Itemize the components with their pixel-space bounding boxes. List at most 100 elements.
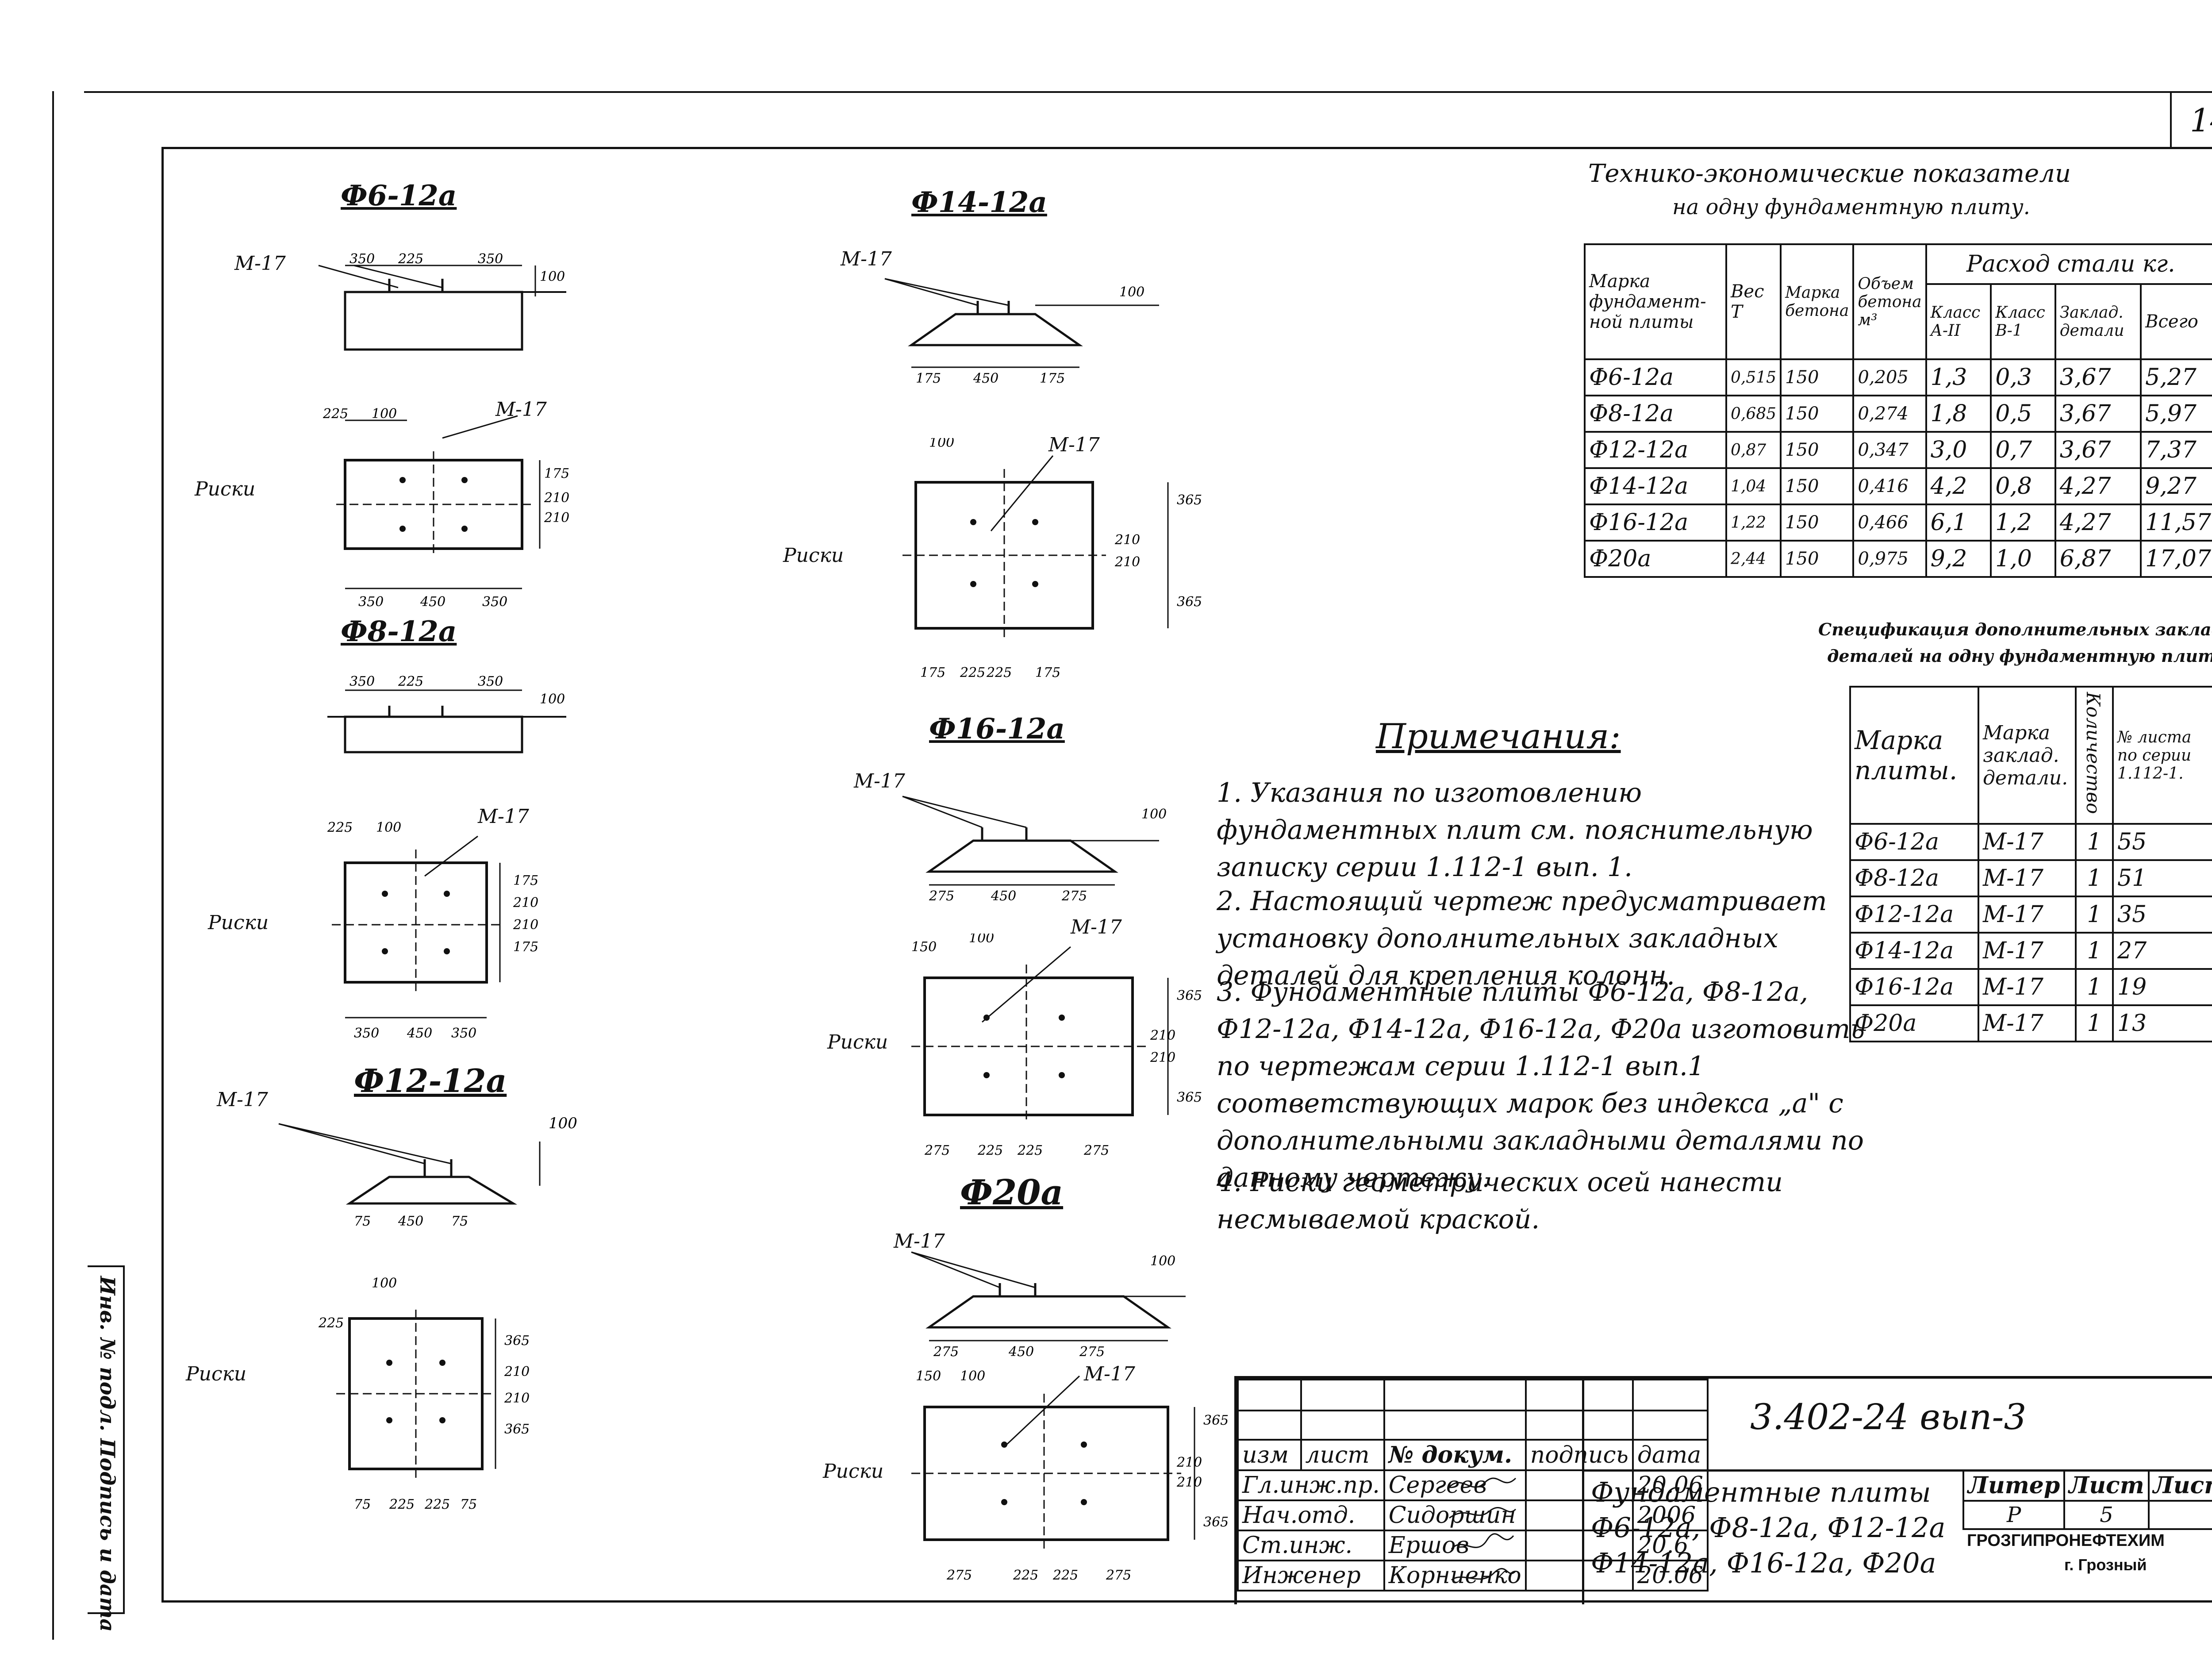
cell: 27 (2112, 932, 2212, 970)
th-class-b1: Класс В-1 (1990, 283, 2056, 360)
svg-text:350: 350 (478, 251, 503, 267)
cell: 0,7 (1990, 431, 2056, 469)
th-class-a2: Класс А-II (1925, 283, 1992, 360)
drawing-name-3: Ф14-12а, Ф16-12а, Ф20а (1591, 1547, 1936, 1579)
svg-text:100: 100 (969, 934, 994, 946)
spec-table: Марка плиты. Марка заклад. детали. Колич… (1849, 686, 2212, 1042)
cell: 0,975 (1852, 540, 1927, 578)
cell: 13 (2112, 1004, 2212, 1042)
col-header: № докум. (1383, 1439, 1527, 1471)
cell: М-17 (1978, 896, 2077, 934)
embedded-label: М-17 (234, 252, 286, 275)
person: Корниенко (1383, 1560, 1527, 1591)
cell: 1 (2075, 859, 2114, 897)
svg-text:275: 275 (1061, 888, 1087, 904)
svg-text:225: 225 (960, 665, 985, 680)
cell: 11,57 (2140, 504, 2212, 542)
svg-text:225: 225 (1013, 1568, 1038, 1583)
cell: 150 (1780, 395, 1855, 433)
date: 20.6 (1632, 1530, 1709, 1561)
cell: 1 (2075, 823, 2114, 861)
risks-label: Риски (186, 1363, 247, 1385)
frame-left-outer (52, 91, 54, 1640)
svg-text:350: 350 (451, 1026, 476, 1041)
cell: 7,37 (2140, 431, 2212, 469)
signature (1525, 1530, 1634, 1561)
risks-label: Риски (827, 1031, 888, 1053)
svg-text:150: 150 (916, 1368, 941, 1384)
embedded-label: М-17 (841, 248, 892, 270)
signature (1525, 1469, 1634, 1501)
svg-text:100: 100 (540, 269, 565, 284)
cell: 150 (1780, 358, 1855, 396)
cell: 3,0 (1925, 431, 1992, 469)
risks-label: Риски (208, 911, 269, 934)
cell: 1,2 (1990, 504, 2056, 542)
th-concrete-grade: Марка бетона (1780, 243, 1855, 360)
note-item: 3. Фундаментные плиты Ф6-12а, Ф8-12а, Ф1… (1217, 976, 1865, 1193)
svg-text:175: 175 (513, 939, 538, 955)
cell: 0,416 (1852, 467, 1927, 505)
name-divider (1582, 1379, 1584, 1604)
sheet-number-box-left (2170, 91, 2172, 148)
svg-text:350: 350 (354, 1026, 379, 1041)
svg-text:450: 450 (991, 888, 1016, 904)
signature (1525, 1560, 1634, 1591)
embedded-label: М-17 (478, 805, 529, 828)
svg-text:100: 100 (372, 1276, 397, 1291)
svg-text:210: 210 (1150, 1050, 1175, 1065)
th-plate-mark: Марка плиты. (1849, 686, 1979, 825)
svg-text:100: 100 (960, 1368, 985, 1384)
person: Сергеев (1383, 1469, 1527, 1501)
svg-text:150: 150 (911, 939, 937, 955)
svg-text:225: 225 (986, 665, 1012, 680)
drawing-title-f6: Ф6-12а (341, 179, 457, 212)
cell: 4,27 (2054, 504, 2142, 542)
cell: М-17 (1978, 932, 2077, 970)
th-detail-mark: Марка заклад. детали. (1978, 686, 2077, 825)
svg-text:100: 100 (376, 820, 401, 835)
cell: Ф6-12а (1849, 823, 1979, 861)
svg-text:225: 225 (398, 674, 423, 689)
svg-text:225: 225 (327, 820, 353, 835)
svg-text:275: 275 (1079, 1344, 1105, 1360)
svg-text:210: 210 (1114, 532, 1140, 548)
sheet-number: 14 (2190, 102, 2212, 139)
svg-text:365: 365 (1177, 988, 1202, 1003)
th-quantity-text: Количество (2082, 692, 2104, 814)
embedded-label: М-17 (1084, 1363, 1135, 1385)
risks-label: Риски (823, 1460, 884, 1483)
th-mark: Марка фундамент-ной плиты (1584, 243, 1727, 360)
svg-text:350: 350 (349, 251, 375, 267)
spec-table-caption-2: деталей на одну фундаментную плиту. (1827, 646, 2212, 666)
svg-text:365: 365 (1177, 492, 1202, 508)
notes-title: Примечания: (1376, 717, 1621, 757)
drawing-title-f12: Ф12-12а (354, 1062, 507, 1099)
cell: 1 (2075, 896, 2114, 934)
revision-grid: изм лист № докум. подпись дата Гл.инж.пр… (1237, 1379, 1709, 1591)
cell: 0,274 (1852, 395, 1927, 433)
cell: 0,466 (1852, 504, 1927, 542)
note-item: 1. Указания по изготовлению фундаментных… (1217, 777, 1813, 883)
svg-text:75: 75 (451, 1214, 468, 1229)
svg-text:350: 350 (358, 594, 384, 610)
organization-city: г. Грозный (2064, 1556, 2147, 1574)
embedded-label: М-17 (1071, 916, 1122, 938)
th-steel: Расход стали кг. (1925, 243, 2212, 285)
